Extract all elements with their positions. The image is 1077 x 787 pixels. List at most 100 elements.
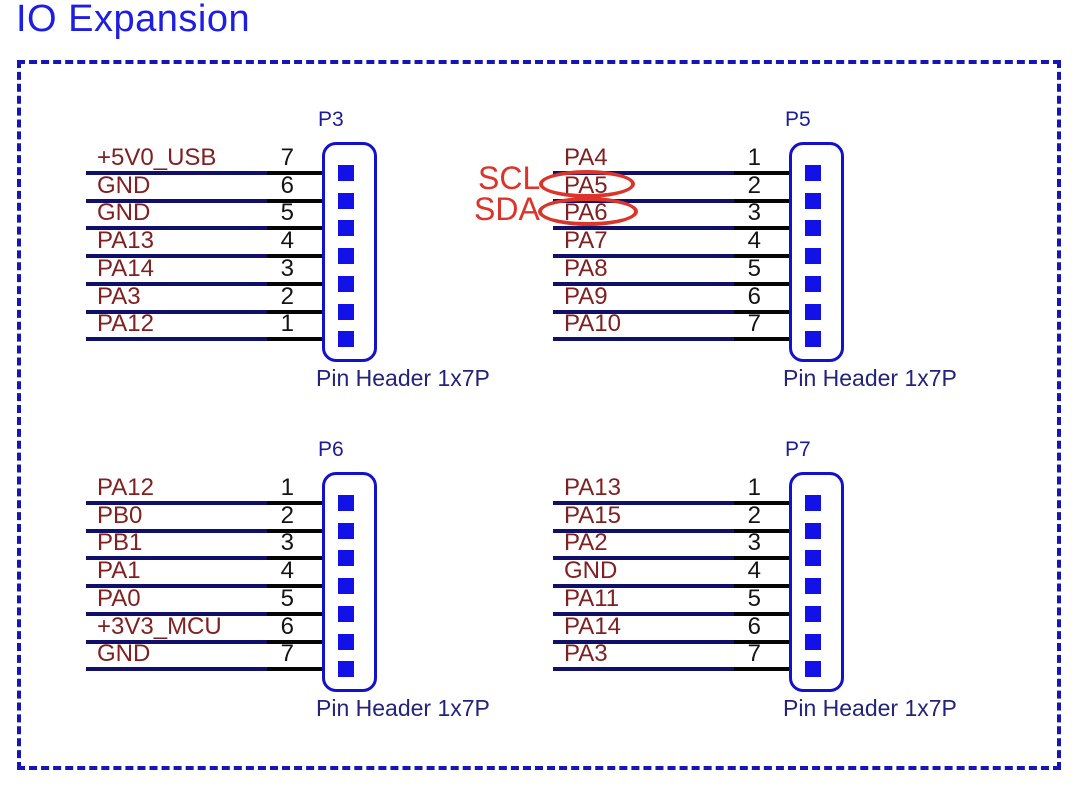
pin-square — [338, 220, 354, 236]
net-label: PB1 — [97, 529, 143, 556]
net-label: PA15 — [564, 502, 621, 529]
pin-square — [805, 634, 821, 650]
net-label: PA2 — [564, 529, 608, 556]
wire-segment-net — [86, 310, 267, 314]
wire-segment-net — [553, 612, 734, 616]
pin-square — [805, 661, 821, 677]
refdes-label: P7 — [785, 438, 811, 461]
pin-number: 2 — [280, 283, 294, 310]
part-label: Pin Header 1x7P — [783, 365, 957, 391]
wire-segment-net — [553, 667, 734, 671]
pin-number: 4 — [747, 557, 761, 584]
highlight-ellipse-pa6 — [538, 197, 638, 226]
wire-segment-net — [86, 171, 267, 175]
pin-square — [805, 495, 821, 511]
wire-segment-net — [553, 254, 734, 258]
wire-segment-pin — [734, 529, 789, 533]
wire-segment-net — [86, 199, 267, 203]
wire-segment-pin — [267, 282, 322, 286]
wire-segment-pin — [734, 667, 789, 671]
net-label: PA9 — [564, 283, 608, 310]
part-label: Pin Header 1x7P — [783, 695, 957, 721]
net-label: PB0 — [97, 502, 143, 529]
wire-segment-pin — [267, 254, 322, 258]
wire-segment-pin — [734, 226, 789, 230]
wire-segment-net — [86, 640, 267, 644]
pin-number: 2 — [747, 172, 761, 199]
wire-segment-pin — [267, 310, 322, 314]
pin-number: 6 — [747, 283, 761, 310]
wire-segment-pin — [267, 584, 322, 588]
wire-segment-net — [86, 501, 267, 505]
pin-number: 3 — [747, 529, 761, 556]
pin-square — [338, 165, 354, 181]
scl-annotation: SCL — [478, 160, 541, 196]
connector-body — [322, 472, 377, 692]
wire-segment-pin — [734, 556, 789, 560]
wire-segment-pin — [267, 501, 322, 505]
wire-segment-pin — [734, 584, 789, 588]
wire-segment-net — [86, 282, 267, 286]
pin-number: 7 — [280, 144, 294, 171]
pin-number: 4 — [280, 227, 294, 254]
wire-segment-net — [553, 640, 734, 644]
pin-number: 2 — [280, 502, 294, 529]
wire-segment-net — [553, 171, 734, 175]
pin-square — [805, 193, 821, 209]
net-label: PA13 — [97, 227, 154, 254]
part-label: Pin Header 1x7P — [316, 695, 490, 721]
net-label: PA13 — [564, 474, 621, 501]
pin-number: 1 — [280, 474, 294, 501]
connector-body — [789, 142, 844, 362]
wire-segment-pin — [267, 529, 322, 533]
wire-segment-net — [553, 310, 734, 314]
refdes-label: P3 — [318, 108, 344, 131]
wire-segment-pin — [734, 171, 789, 175]
pin-square — [805, 304, 821, 320]
wire-segment-pin — [267, 226, 322, 230]
wire-segment-net — [553, 584, 734, 588]
net-label: PA4 — [564, 144, 608, 171]
wire-segment-net — [553, 556, 734, 560]
wire-segment-net — [553, 282, 734, 286]
pin-number: 7 — [747, 640, 761, 667]
pin-square — [338, 304, 354, 320]
pin-square — [805, 606, 821, 622]
pin-number: 2 — [747, 502, 761, 529]
wire-segment-pin — [267, 556, 322, 560]
pin-square — [805, 165, 821, 181]
refdes-label: P6 — [318, 438, 344, 461]
pin-number: 6 — [747, 613, 761, 640]
net-label: GND — [97, 640, 151, 667]
pin-number: 7 — [280, 640, 294, 667]
pin-number: 5 — [280, 199, 294, 226]
pin-square — [338, 606, 354, 622]
pin-number: 1 — [280, 310, 294, 337]
wire-segment-pin — [267, 171, 322, 175]
net-label: PA14 — [564, 613, 621, 640]
pin-square — [338, 550, 354, 566]
net-label: PA12 — [97, 310, 154, 337]
wire-segment-net — [86, 612, 267, 616]
net-label: PA14 — [97, 255, 154, 282]
wire-segment-pin — [267, 667, 322, 671]
connector-body — [322, 142, 377, 362]
refdes-label: P5 — [785, 108, 811, 131]
pin-square — [338, 248, 354, 264]
wire-segment-pin — [734, 282, 789, 286]
wire-segment-net — [86, 667, 267, 671]
pin-square — [338, 661, 354, 677]
wire-segment-pin — [267, 337, 322, 341]
net-label: PA10 — [564, 310, 621, 337]
sda-annotation: SDA — [474, 191, 540, 227]
pin-number: 1 — [747, 144, 761, 171]
part-label: Pin Header 1x7P — [316, 365, 490, 391]
pin-square — [338, 578, 354, 594]
pin-square — [805, 578, 821, 594]
pin-square — [805, 248, 821, 264]
wire-segment-pin — [734, 337, 789, 341]
net-label: PA3 — [564, 640, 608, 667]
